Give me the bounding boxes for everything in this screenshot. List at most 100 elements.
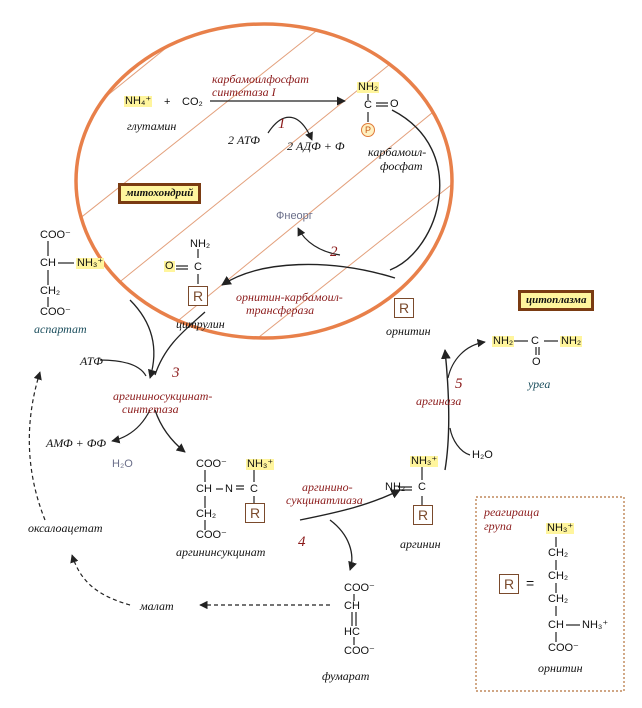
ornithine-label: орнитин bbox=[386, 324, 431, 338]
arrow-atp-adp bbox=[267, 116, 313, 141]
arrow-step3-aspartate bbox=[129, 299, 157, 379]
inorganic-phosphate: Фнеорг bbox=[276, 210, 313, 222]
arrow-malate-to-oxaloacetate bbox=[70, 554, 131, 606]
enzyme-arginase: аргиназа bbox=[416, 394, 462, 408]
fumarate-carboxyl-top: COO⁻ bbox=[344, 582, 375, 594]
legend-ch: CH bbox=[548, 619, 564, 631]
enzyme-asl-line1: аргинино- bbox=[302, 480, 353, 494]
legend-ch2-3: CH₂ bbox=[548, 593, 569, 605]
enzyme-asl-line2: сукцинатлиаза bbox=[286, 493, 363, 507]
arrow-to-fumarate bbox=[329, 519, 357, 571]
enzyme-cps1-line2: синтетаза I bbox=[212, 85, 276, 99]
step-number-1: 1 bbox=[278, 116, 286, 132]
citrulline-oxygen: O bbox=[164, 260, 175, 272]
as-carbon: C bbox=[250, 483, 258, 495]
arrow-cp-to-step2 bbox=[389, 109, 441, 271]
phosphate-icon: P bbox=[361, 123, 375, 137]
arrow-pi-release bbox=[297, 227, 341, 256]
mitochondrion-label: митохондрий bbox=[118, 183, 202, 204]
legend-amino: NH₃⁺ bbox=[582, 619, 609, 631]
legend-box bbox=[475, 496, 625, 692]
water-label-step5: H₂O bbox=[472, 449, 493, 461]
aspartate-label: аспартат bbox=[34, 322, 87, 336]
cytoplasm-label: цитоплазма bbox=[518, 290, 595, 311]
legend-equals: = bbox=[526, 575, 535, 591]
urea-oxygen: O bbox=[532, 356, 541, 368]
ornithine-r-group: R bbox=[394, 298, 414, 318]
cp-amino-group: NH₂ bbox=[357, 81, 380, 93]
ammonium-ion: NH₄⁺ bbox=[124, 95, 153, 107]
arginine-carbon: C bbox=[418, 481, 426, 493]
atp-2-label: 2 АТФ bbox=[228, 133, 260, 147]
enzyme-cps1-line1: карбамоилфосфат bbox=[212, 72, 309, 86]
fumarate-carboxyl-bottom: COO⁻ bbox=[344, 645, 375, 657]
arginine-label: аргинин bbox=[400, 537, 441, 551]
oxaloacetate-label: оксалоацетат bbox=[28, 521, 103, 535]
arginine-r-group: R bbox=[413, 505, 433, 525]
legend-ammonium: NH₃⁺ bbox=[546, 522, 575, 534]
as-nitrogen: N bbox=[225, 483, 233, 495]
cp-carbon: C bbox=[364, 99, 372, 111]
arrow-to-argininosuccinate bbox=[154, 409, 186, 453]
arrow-oxaloacetate-to-aspartate bbox=[28, 371, 46, 521]
aspartate-carboxyl-top: COO⁻ bbox=[40, 229, 71, 241]
carbamoyl-phosphate-label-2: фосфат bbox=[380, 159, 423, 173]
enzyme-ass-line1: аргининосукцинат- bbox=[113, 389, 213, 403]
legend-ornithine-label: орнитин bbox=[538, 661, 583, 675]
enzyme-otc-line2: трансфераза bbox=[246, 303, 315, 317]
arrow-step4 bbox=[299, 489, 401, 521]
carbon-dioxide: CO₂ bbox=[182, 96, 203, 108]
arrow-amp-out bbox=[111, 409, 151, 444]
amp-ppi-label: АМФ + ФФ bbox=[46, 436, 107, 450]
adp-2-label: 2 АДФ + Ф bbox=[287, 139, 345, 153]
arrow-atp-in bbox=[99, 359, 147, 377]
legend-carboxyl: COO⁻ bbox=[548, 642, 579, 654]
water-label-step3: H₂O bbox=[112, 458, 133, 470]
urea-label: уреа bbox=[528, 377, 551, 391]
legend-title-2: група bbox=[484, 519, 512, 533]
arrow-step3-citrulline bbox=[154, 311, 206, 376]
step-number-5: 5 bbox=[455, 376, 463, 392]
malate-label: малат bbox=[140, 599, 174, 613]
urea-carbon: C bbox=[531, 335, 539, 347]
citrulline-carbon: C bbox=[194, 261, 202, 273]
step-number-4: 4 bbox=[298, 534, 306, 550]
urea-amino-left: NH₂ bbox=[492, 335, 515, 347]
citrulline-label: цитрулин bbox=[176, 317, 225, 331]
arginine-nh: NH₂ bbox=[385, 481, 406, 493]
legend-r-group: R bbox=[499, 574, 519, 594]
step-number-3: 3 bbox=[172, 365, 180, 381]
legend-ch2-1: CH₂ bbox=[548, 547, 569, 559]
as-ch2: CH₂ bbox=[196, 508, 217, 520]
legend-ch2-2: CH₂ bbox=[548, 570, 569, 582]
aspartate-ch2: CH₂ bbox=[40, 285, 61, 297]
atp-label: АТФ bbox=[80, 354, 103, 368]
citrulline-amino-group: NH₂ bbox=[190, 238, 211, 250]
arrow-step5 bbox=[441, 349, 451, 471]
as-carboxyl-top: COO⁻ bbox=[196, 458, 227, 470]
plus-sign: + bbox=[164, 96, 171, 108]
enzyme-ass-line2: синтетаза bbox=[122, 402, 179, 416]
aspartate-carboxyl-bottom: COO⁻ bbox=[40, 306, 71, 318]
citrulline-r-group: R bbox=[188, 286, 208, 306]
carbamoyl-phosphate-label-1: карбамоил- bbox=[368, 145, 427, 159]
as-carboxyl-bottom: COO⁻ bbox=[196, 529, 227, 541]
as-ammonium: NH₃⁺ bbox=[246, 458, 275, 470]
aspartate-ch: CH bbox=[40, 257, 56, 269]
as-ch: CH bbox=[196, 483, 212, 495]
argininosuccinate-label: аргининсукцинат bbox=[176, 545, 266, 559]
urea-amino-right: NH₂ bbox=[560, 335, 583, 347]
aspartate-amino: NH₃⁺ bbox=[76, 257, 105, 269]
arrow-step2 bbox=[221, 263, 396, 286]
fumarate-ch: CH bbox=[344, 600, 360, 612]
arrow-water-in bbox=[449, 427, 471, 456]
fumarate-hc: HC bbox=[344, 626, 360, 638]
arginine-ammonium: NH₃⁺ bbox=[410, 455, 439, 467]
as-r-group: R bbox=[245, 503, 265, 523]
cp-oxygen: O bbox=[390, 98, 399, 110]
mitochondrion-membrane bbox=[74, 22, 454, 340]
arrow-urea-out bbox=[447, 338, 486, 379]
enzyme-otc-line1: орнитин-карбамоил- bbox=[236, 290, 343, 304]
